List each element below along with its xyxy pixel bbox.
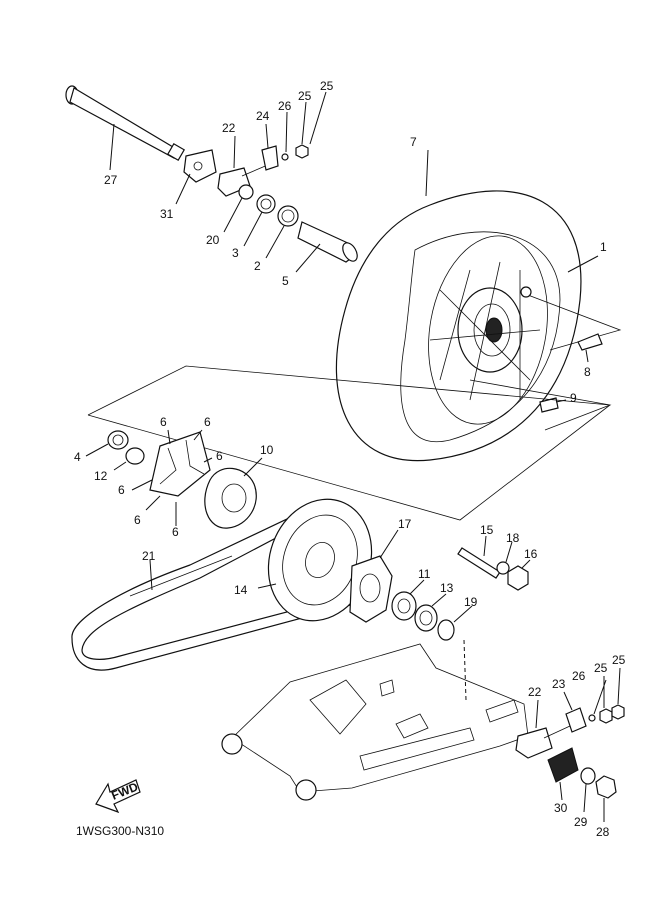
callout-25d: 25 (612, 653, 626, 667)
callout-22a: 22 (222, 121, 236, 135)
callout-25b: 25 (320, 79, 334, 93)
callout-6d: 6 (118, 483, 125, 497)
callout-30: 30 (554, 801, 568, 815)
callout-6b: 6 (204, 415, 211, 429)
callout-14: 14 (234, 583, 248, 597)
callout-labels: 1 2 3 4 5 6 6 6 6 6 6 7 8 9 10 11 12 13 … (74, 79, 626, 839)
callout-1: 1 (600, 240, 607, 254)
callout-20: 20 (206, 233, 220, 247)
callout-6c: 6 (216, 449, 223, 463)
drive-chain (71, 509, 386, 671)
callout-6a: 6 (160, 415, 167, 429)
callout-9: 9 (570, 391, 577, 405)
callout-6e: 6 (134, 513, 141, 527)
right-chain-adjuster-group (515, 667, 625, 822)
sprocket-bolts (457, 535, 531, 591)
callout-25c: 25 (594, 661, 608, 675)
callout-5: 5 (282, 274, 289, 288)
callout-3: 3 (232, 246, 239, 260)
callout-6f: 6 (172, 525, 179, 539)
callout-7: 7 (410, 135, 417, 149)
callout-26a: 26 (278, 99, 292, 113)
callout-29: 29 (574, 815, 588, 829)
callout-26b: 26 (572, 669, 586, 683)
callout-13: 13 (440, 581, 454, 595)
callout-10: 10 (260, 443, 274, 457)
callout-19: 19 (464, 595, 478, 609)
rear-wheel-tire (335, 149, 622, 462)
callout-22b: 22 (528, 685, 542, 699)
diagram-code: 1WSG300-N310 (76, 824, 165, 838)
callout-18: 18 (506, 531, 520, 545)
callout-17: 17 (398, 517, 412, 531)
callout-23: 23 (552, 677, 566, 691)
rear-sprocket (257, 498, 399, 623)
callout-16: 16 (524, 547, 538, 561)
callout-27: 27 (104, 173, 118, 187)
rear-axle-part (65, 85, 186, 171)
swingarm (221, 643, 529, 801)
callout-11: 11 (418, 567, 431, 581)
fwd-arrow-icon: FWD (95, 779, 141, 814)
callout-2: 2 (254, 259, 261, 273)
hub-bearings (391, 579, 473, 701)
callout-8: 8 (584, 365, 591, 379)
callout-21: 21 (142, 549, 156, 563)
callout-28: 28 (596, 825, 610, 839)
callout-31: 31 (160, 207, 174, 221)
callout-12: 12 (94, 469, 108, 483)
callout-24: 24 (256, 109, 270, 123)
callout-15: 15 (480, 523, 494, 537)
hub-dampers-group (85, 429, 263, 529)
callout-4: 4 (74, 450, 81, 464)
left-chain-adjuster-group (175, 91, 358, 273)
hub-subassembly-outline (87, 365, 611, 521)
callout-25a: 25 (298, 89, 312, 103)
